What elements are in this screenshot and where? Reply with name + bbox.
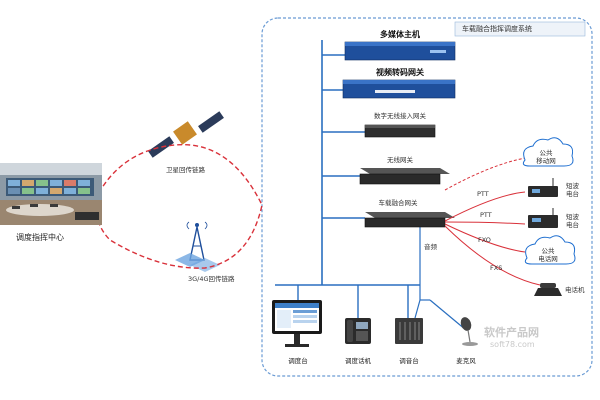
dispatch-center-image	[0, 163, 102, 225]
console-monitor	[272, 300, 322, 347]
video-gateway-label: 视频转码网关	[376, 68, 424, 77]
mic-label: 麦克风	[456, 357, 476, 365]
shortwave1-label-1: 短波	[566, 182, 579, 190]
mic-line	[429, 299, 467, 331]
dispatch-phone-device	[345, 318, 371, 344]
telephone-device	[534, 283, 562, 296]
public-mobile-label-2: 移动网	[536, 157, 556, 165]
telephone-label: 电话机	[565, 286, 585, 294]
system-title: 车载融合指挥调度系统	[462, 25, 532, 33]
backhaul-loop	[94, 143, 263, 269]
dispatch-center-label: 调度指挥中心	[16, 233, 64, 242]
fusion-gateway-label: 车载融合网关	[378, 199, 418, 207]
audio-label: 音频	[424, 243, 437, 251]
shortwave2-label-2: 电台	[566, 221, 579, 229]
link-public-mobile	[444, 157, 526, 191]
multimedia-host-label: 多媒体主机	[380, 30, 420, 39]
phone-label: 调度话机	[345, 357, 371, 365]
fxo-label: FXO	[478, 236, 491, 244]
mixer-label: 调音台	[399, 357, 419, 365]
public-phone-label-2: 电话网	[538, 255, 558, 263]
video-gateway-device	[342, 79, 456, 99]
console-label: 调度台	[288, 357, 308, 365]
fusion-gateway-device	[364, 212, 455, 228]
link-fxo	[444, 223, 526, 253]
satellite-link-label: 卫星回传链路	[166, 166, 205, 174]
system-title-box	[454, 21, 586, 37]
multimedia-host-device	[344, 41, 456, 61]
link-ptt2	[444, 221, 526, 225]
wireless-gateway-device	[359, 168, 450, 185]
audio-line-2	[414, 299, 421, 319]
wireless-gateway-label: 无线网关	[387, 156, 413, 164]
system-boundary	[261, 17, 593, 377]
public-mobile-label-1: 公共	[539, 149, 553, 157]
microphone-device	[460, 317, 478, 346]
ptt1-label: PTT	[477, 190, 489, 198]
digital-wireless-gateway-device	[364, 124, 436, 138]
shortwave1-label-2: 电台	[566, 190, 579, 198]
link-fxs	[444, 225, 541, 286]
link-ptt1	[444, 191, 526, 222]
watermark-text: 软件产品网	[484, 326, 539, 339]
cell-tower-icon	[175, 221, 220, 272]
watermark-url: soft78.com	[490, 340, 535, 349]
digital-wireless-gateway-label: 数字无线接入网关	[374, 112, 426, 120]
public-mobile-cloud	[522, 137, 574, 167]
public-phone-label-1: 公共	[541, 247, 555, 255]
ptt2-label: PTT	[480, 211, 492, 219]
satellite-icon	[148, 111, 224, 158]
shortwave2-label-1: 短波	[566, 213, 579, 221]
shortwave-radio-2	[528, 208, 558, 228]
shortwave-radio-1	[528, 178, 558, 197]
mixer-device	[395, 318, 423, 344]
public-phone-cloud	[524, 235, 576, 265]
cellular-link-label: 3G/4G回传链路	[188, 275, 235, 283]
fxs-label: FXS	[490, 264, 503, 272]
